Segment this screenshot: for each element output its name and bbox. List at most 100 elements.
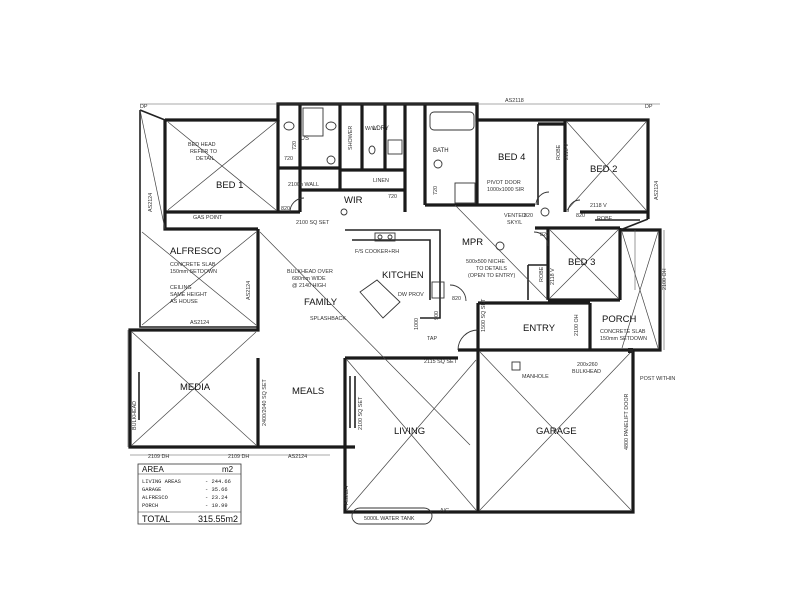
room-label-wir: WIR [344, 195, 363, 206]
note-v2118a: 2118 V [550, 268, 556, 285]
room-label-ls: L/S [300, 136, 309, 142]
sink-icon [431, 281, 445, 299]
smoke-alarm-icon [540, 207, 550, 217]
note-ceiling-1: CEILING [170, 285, 192, 291]
smoke-alarm-icon [495, 241, 505, 251]
note-dim-720c: 720 [433, 186, 439, 195]
note-dh2109-meals: 2109 DH [228, 454, 249, 460]
note-shower: SHOWER [348, 126, 354, 150]
note-splashback: SPLASHBACK [310, 316, 346, 322]
note-ceiling-3: AS HOUSE [170, 299, 198, 305]
water-tank-icon [351, 507, 433, 525]
note-bedhead-2: REFER TO [190, 149, 217, 155]
note-entry-sq: 1500 SQ SET [481, 298, 487, 332]
note-as2124-living: AS2124 [344, 486, 350, 505]
note-as2124-bed2: AS2124 [654, 181, 660, 200]
note-sq-living-vert: 2100 SQ SET [358, 396, 364, 430]
note-dim-820d: 820 [576, 213, 585, 219]
note-ac: A/C [440, 508, 449, 514]
area-row-label: GARAGE [142, 487, 161, 493]
note-bulkhead-media: BULKHEAD [132, 401, 138, 430]
room-crosses [131, 109, 659, 511]
shower-icon [302, 107, 324, 137]
area-row-value: - 244.66 [205, 479, 231, 485]
vertical-notes: AS2124 AS2124 2400/2040 SQ SET BULKHEAD … [132, 126, 668, 505]
room-label-bed4: BED 4 [498, 152, 525, 163]
area-row-label: LIVING AREAS [142, 479, 181, 485]
area-row-value: - 35.66 [205, 487, 228, 493]
room-label-living: LIVING [394, 426, 425, 437]
note-dim-720a: 720 [284, 156, 293, 162]
room-label-bed2: BED 2 [590, 164, 617, 175]
note-dp-1: DP [140, 104, 148, 110]
fixtures [138, 107, 633, 525]
post-icon [628, 348, 633, 353]
room-label-garage: GARAGE [536, 426, 577, 437]
note-bedhead-1: BED HEAD [188, 142, 216, 148]
door-swing [533, 231, 549, 247]
area-table: AREA m2 LIVING AREAS - 244.66 GARAGE - 3… [137, 463, 242, 525]
door-swing [535, 191, 550, 206]
room-labels: BED 1 BED 2 BED 3 BED 4 WIR LDRY BATH LI… [170, 126, 636, 437]
room-label-kitchen: KITCHEN [382, 270, 424, 281]
note-dim-820a: 820 [281, 206, 290, 212]
area-row-value: - 23.24 [205, 495, 228, 501]
laundry-trough-icon [387, 139, 403, 155]
note-robe-bed2: ROBE [556, 144, 562, 160]
note-dh2109-media: 2109 DH [148, 454, 169, 460]
room-label-bed1: BED 1 [216, 180, 243, 191]
room-label-alfresco: ALFRESCO [170, 246, 221, 257]
note-dim-720b: 720 [388, 194, 397, 200]
basin-icon [325, 121, 337, 131]
note-oh2100: 2100 OH [662, 268, 668, 290]
smoke-alarm-icon [340, 208, 348, 216]
dimension-lines [127, 103, 665, 456]
note-garage-door: 4800 PANELIFT DOOR [624, 393, 630, 450]
note-dim-1000: 1000 [414, 318, 420, 330]
note-manhole: MANHOLE [522, 374, 549, 380]
area-row-label: ALFRESCO [142, 495, 168, 501]
room-label-linen: LINEN [373, 178, 389, 184]
note-cooker: F/S COOKER+RH [355, 249, 399, 255]
note-niche-3: (OPEN TO ENTRY) [468, 273, 516, 279]
note-wall-2100: 2100h WALL [288, 182, 319, 188]
note-pivot-1: PIVOT DOOR [487, 180, 521, 186]
note-porch-2: 150mm SETDOWN [600, 336, 647, 342]
note-sq-set-top: 2100 SQ SET [296, 220, 330, 226]
outer-walls [128, 102, 662, 514]
note-as2118: AS2118 [505, 98, 524, 104]
area-table-title: AREA [142, 465, 164, 474]
note-robe: ROBE [597, 216, 613, 222]
note-sq-set-mid: 2115 SQ SET [424, 359, 458, 365]
note-gas-point: GAS POINT [193, 215, 223, 221]
bathtub-icon [429, 111, 475, 131]
note-as2124-meals: AS2124 [288, 454, 307, 460]
room-label-meals: MEALS [292, 386, 324, 397]
note-dw-prov: DW PROV [398, 292, 424, 298]
room-label-bath: BATH [433, 148, 449, 154]
plan-notes: BED HEAD REFER TO DETAIL 2100h WALL GAS … [140, 98, 675, 522]
note-dim-820c: 820 [540, 232, 549, 238]
note-720c: 720 [292, 141, 298, 150]
note-v2118c: 2118 V [590, 203, 607, 209]
note-alfresco-1: CONCRETE SLAB [170, 262, 216, 268]
note-water-tank: 5000L WATER TANK [364, 516, 415, 522]
note-tap: TAP [427, 336, 437, 342]
area-total-value: 315.55m2 [198, 514, 238, 524]
basin-icon [433, 159, 443, 169]
room-label-mpr: MPR [462, 237, 483, 248]
shower-icon [454, 182, 476, 204]
door-swing [449, 284, 467, 302]
note-bedhead-3: DETAIL [196, 156, 214, 162]
note-dim-820e: 820 [524, 213, 533, 219]
note-vented-1: VENTED [504, 213, 526, 219]
note-dp-2: DP [645, 104, 653, 110]
room-label-family: FAMILY [304, 297, 338, 308]
note-post: POST WITHIN [640, 376, 675, 382]
basin-icon [283, 121, 295, 131]
note-dim-820b: 820 [452, 296, 461, 302]
note-bulk-over-3: @ 2140 HIGH [292, 283, 326, 289]
note-niche-2: TO DETAILS [476, 266, 507, 272]
room-label-ww: W/W [365, 126, 378, 132]
